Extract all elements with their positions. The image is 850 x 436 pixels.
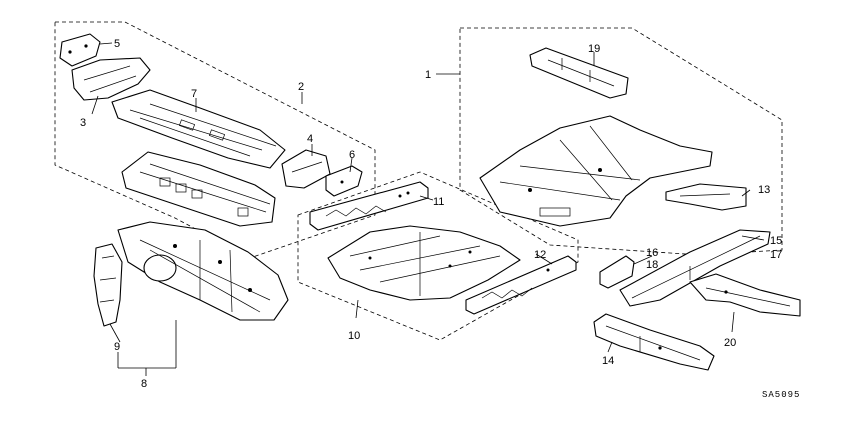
callout-17: 17 [770,249,782,261]
lower-cowl-panel [121,151,276,227]
callout-19: 19 [588,43,600,55]
callout-14: 14 [602,355,614,367]
callout-6: 6 [349,149,355,161]
part-7-upper-cowl [111,89,286,169]
rear-floor-panel [479,115,713,227]
callout-5: 5 [114,38,120,50]
part-12-rail [465,255,577,315]
group-outline-floor [297,171,579,341]
part-8-dashboard [117,221,289,321]
callout-2: 2 [298,81,304,93]
callout-12: 12 [534,249,546,261]
part-5-bracket [59,33,101,67]
part-4-bracket [281,149,331,189]
part-19-crossmember [529,47,629,99]
part-13-bracket [665,183,747,211]
part-15-17-side-member [619,229,771,307]
part-10-front-floor [327,225,521,301]
callout-7: 7 [191,88,197,100]
callout-15: 15 [770,235,782,247]
callout-18: 18 [646,259,658,271]
part-11-rail [309,181,429,231]
callout-16: 16 [646,247,658,259]
part-3-bracket [71,57,151,101]
callout-8: 8 [141,378,147,390]
diagram-code: SA5095 [762,390,800,400]
group-outline-dashboard [54,21,376,259]
callout-11: 11 [433,196,444,208]
part-14-side-member [593,313,715,371]
callout-10: 10 [348,330,360,342]
part-16-18-bracket [599,255,635,289]
callout-20: 20 [724,337,736,349]
part-6-bracket [325,165,363,197]
callout-9: 9 [114,341,120,353]
callout-3: 3 [80,117,86,129]
part-9-pillar [93,243,123,327]
callout-1: 1 [425,69,431,81]
part-20-bracket [689,273,801,317]
callout-4: 4 [307,133,313,145]
callout-13: 13 [758,184,770,196]
